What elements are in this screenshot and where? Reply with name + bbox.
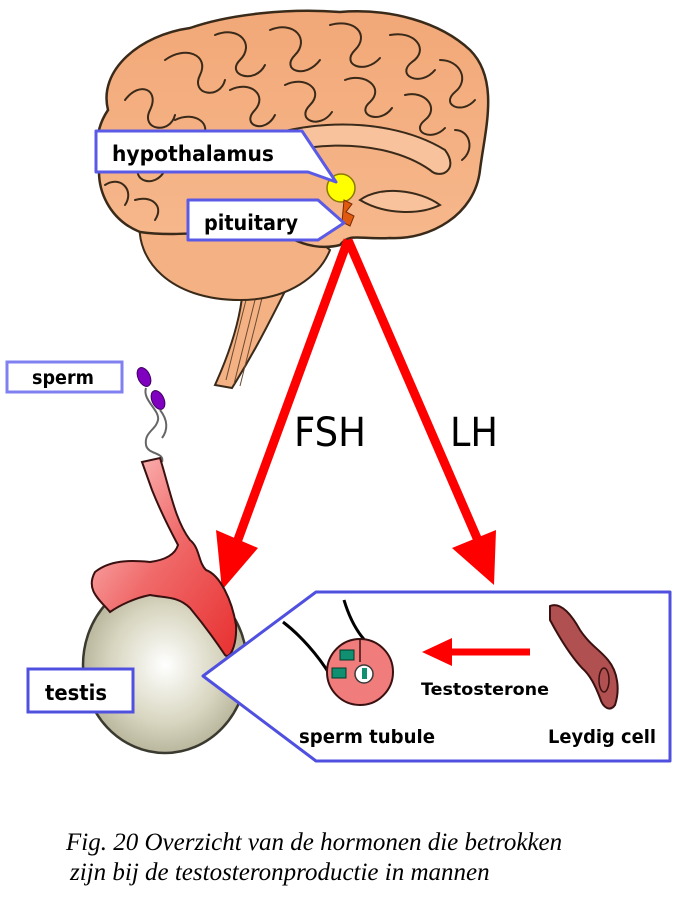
leydig-cell-label: Leydig cell <box>548 726 656 748</box>
fsh-arrow <box>216 238 353 590</box>
pituitary-label: pituitary <box>204 211 298 235</box>
hypothalamus-label: hypothalamus <box>112 142 274 166</box>
sperm-callout: sperm <box>5 360 124 394</box>
epididymis <box>90 456 238 657</box>
sperm-tubule-label: sperm tubule <box>299 726 435 748</box>
fsh-label: FSH <box>294 410 366 456</box>
testis-callout: testis <box>26 667 135 714</box>
pituitary-callout: pituitary <box>186 198 346 242</box>
lh-label: LH <box>450 410 498 456</box>
testosterone-label: Testosterone <box>421 680 549 700</box>
testosterone-arrow <box>422 638 530 666</box>
figure-caption: Fig. 20 Overzicht van de hormonen die be… <box>66 828 673 888</box>
caption-line-1: Fig. 20 Overzicht van de hormonen die be… <box>66 829 563 856</box>
caption-line-2: zijn bij de testosteronproductie in mann… <box>70 859 490 886</box>
hypothalamus-callout: hypothalamus <box>94 129 338 184</box>
testis-label: testis <box>45 681 107 705</box>
leydig-cell-illustration <box>549 604 619 710</box>
testis-detail-panel: Testosterone sperm tubule Leydig cell <box>201 590 672 763</box>
sperm-label: sperm <box>32 367 94 389</box>
lh-arrow <box>343 238 496 585</box>
sperm-cells <box>136 367 168 463</box>
